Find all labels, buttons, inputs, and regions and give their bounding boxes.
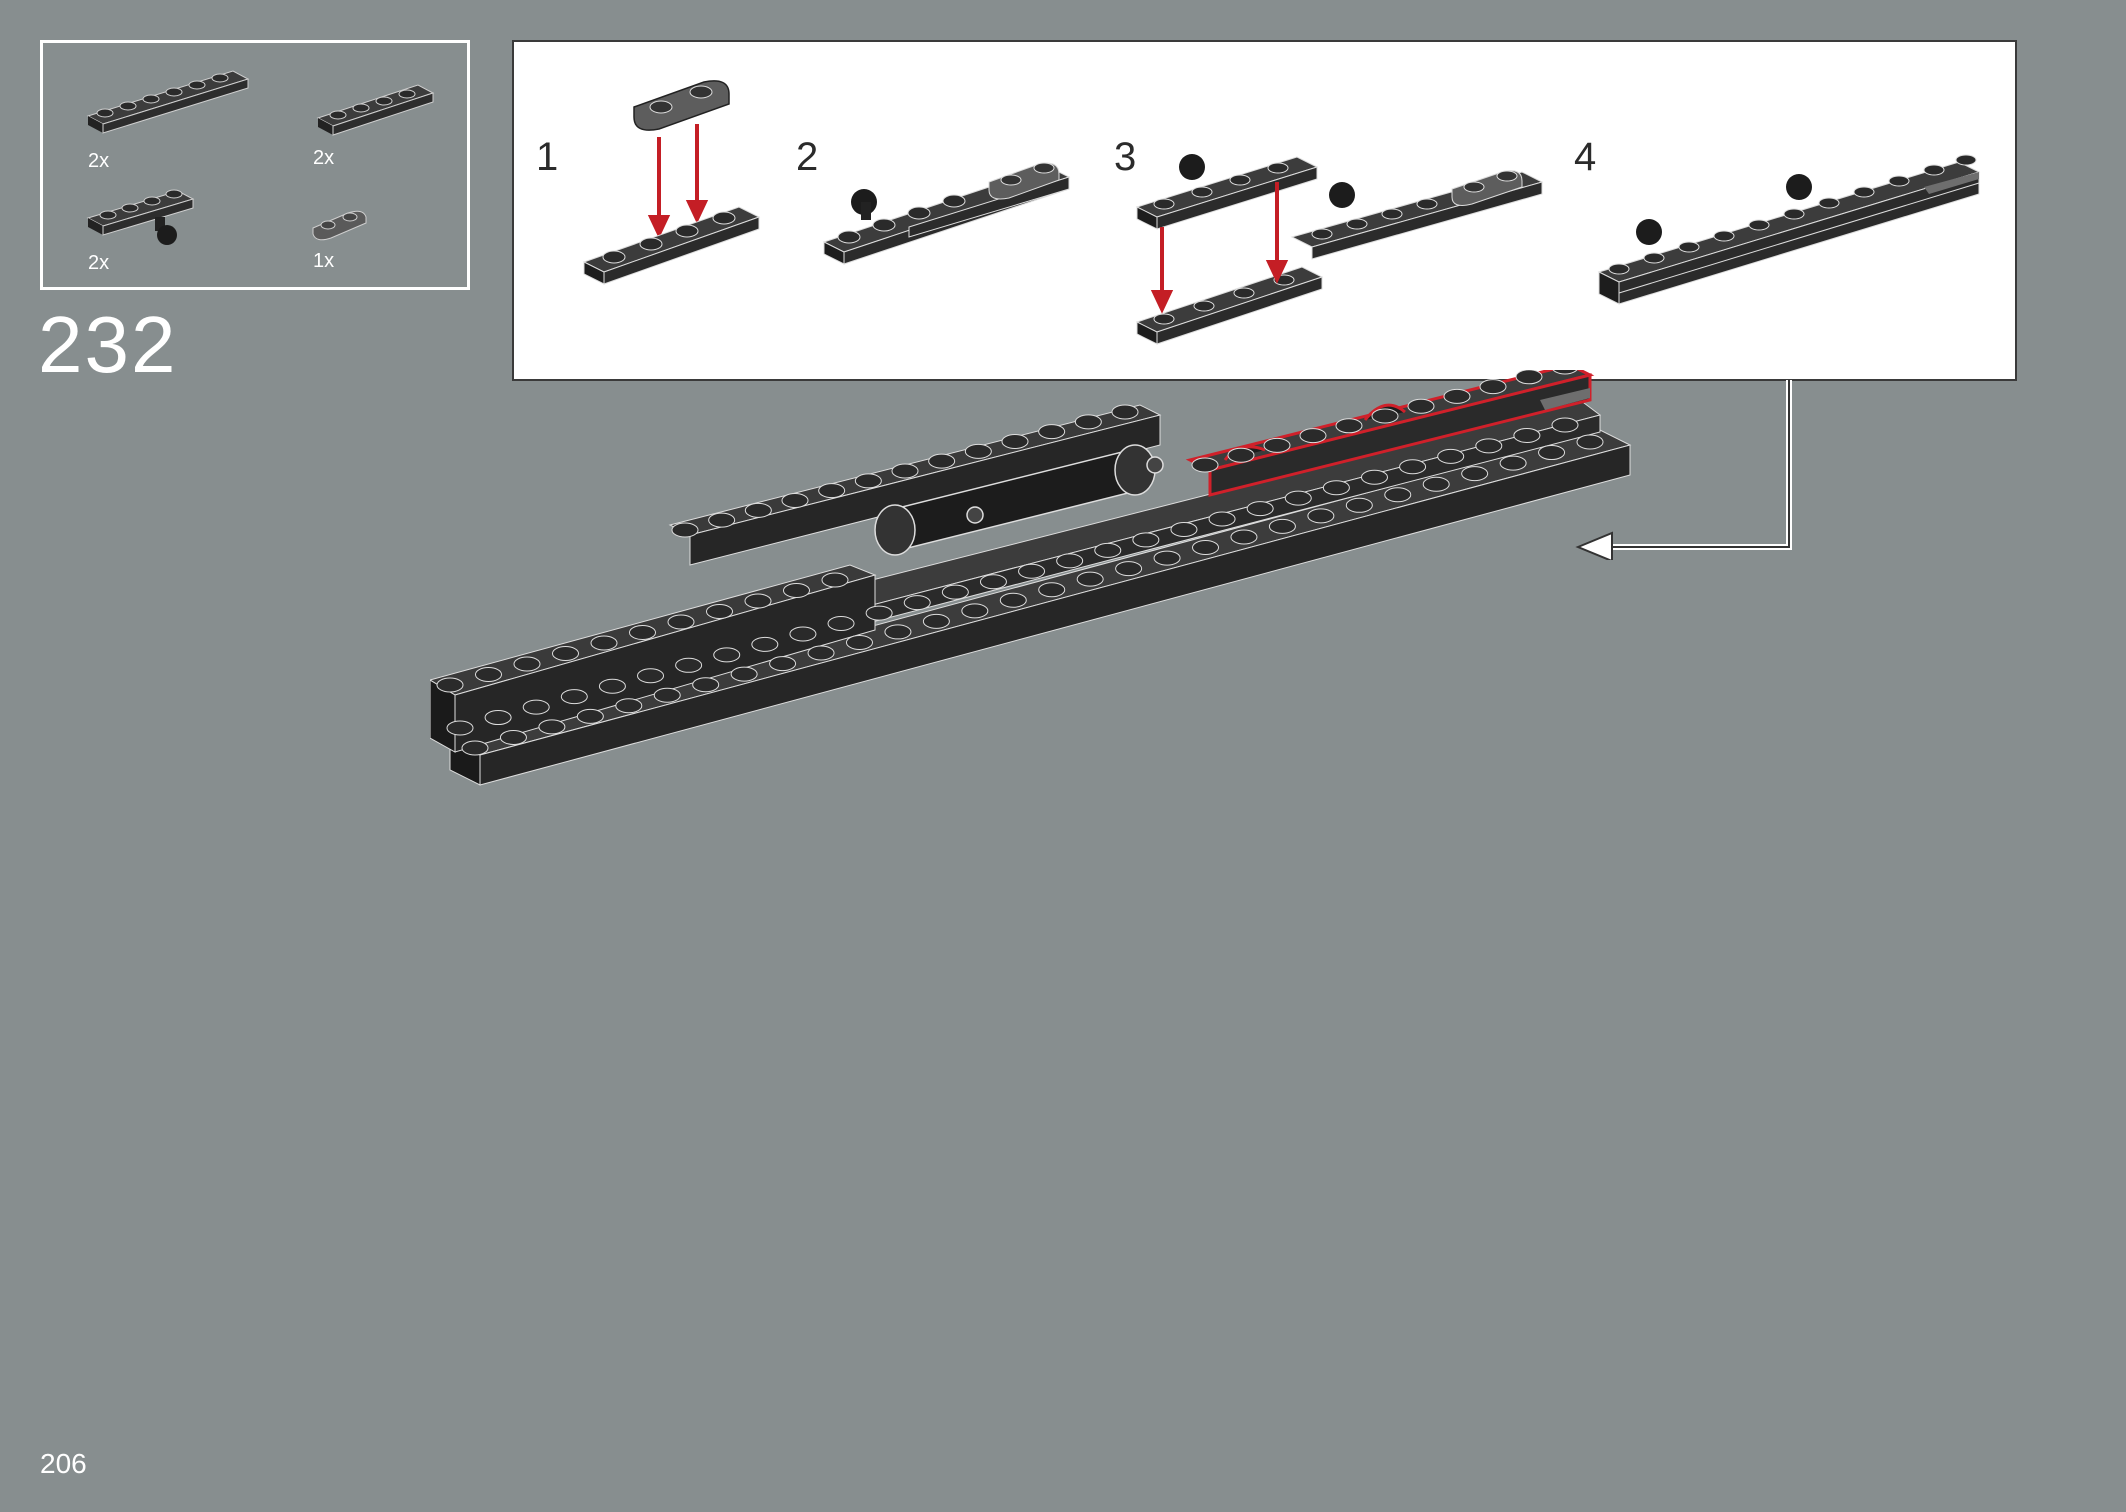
substep-4-illustration	[1597, 154, 1981, 305]
part-qty: 1x	[313, 250, 335, 272]
substep-3-illustration	[1135, 154, 1544, 345]
plate-1x2-rounded-icon	[312, 210, 367, 241]
parts-list: 2x 2x 2x 1x	[40, 40, 470, 290]
substep-number: 1	[536, 135, 559, 179]
part-qty: 2x	[88, 150, 110, 172]
substep-number: 4	[1574, 135, 1597, 179]
substep-2-illustration	[822, 162, 1071, 265]
substep-1-illustration	[582, 80, 761, 285]
main-assembly-illustration	[430, 370, 1632, 786]
part-qty: 2x	[313, 147, 335, 169]
callout-arrow	[1575, 380, 1792, 560]
plate-1x4-icon	[316, 84, 435, 136]
plate-1x6-icon	[86, 70, 250, 134]
part-qty: 2x	[88, 252, 110, 274]
step-number: 232	[38, 300, 178, 389]
substep-number: 2	[796, 135, 819, 179]
plate-1x4-with-bar-icon	[86, 189, 195, 245]
subassembly-panel: 1 2 3	[512, 40, 2017, 381]
page-number: 206	[40, 1448, 87, 1479]
substep-number: 3	[1114, 135, 1137, 179]
